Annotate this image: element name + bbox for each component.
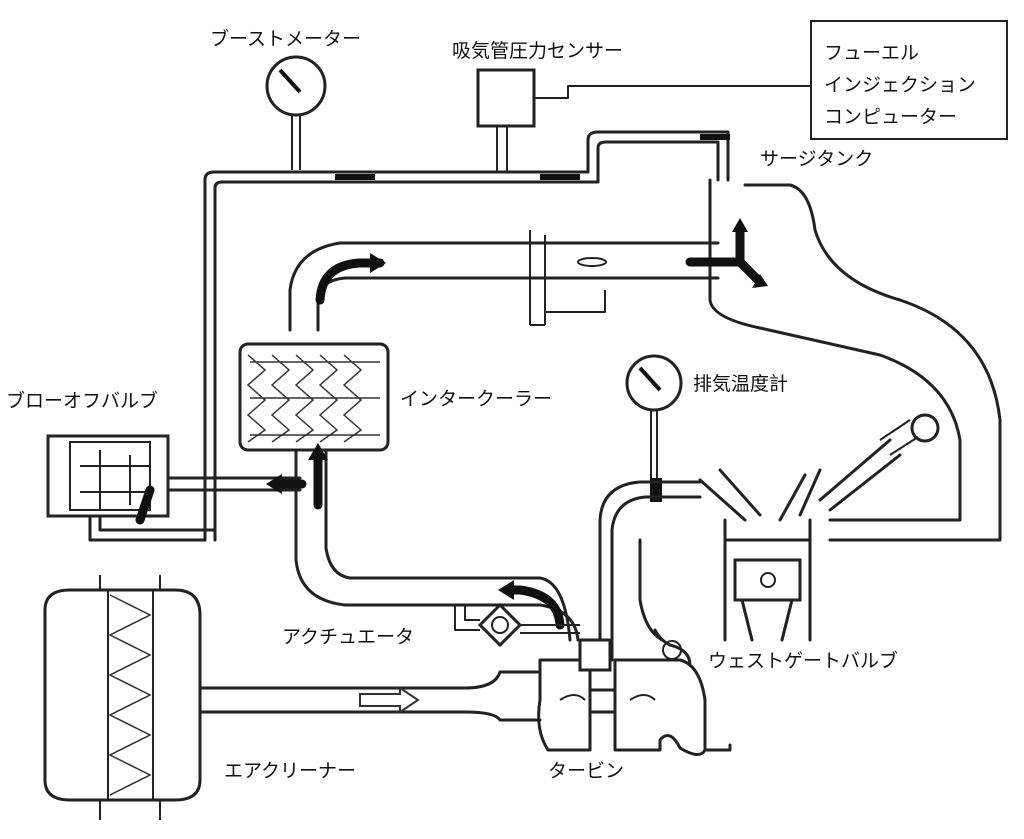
pressure-line (203, 130, 730, 542)
label-blow-off-valve: ブローオフバルブ (6, 390, 159, 412)
ecu-line-3: コンピューター (824, 106, 958, 128)
intercooler-core (238, 342, 390, 452)
intake-duct (198, 670, 542, 722)
exhaust-manifold (598, 480, 702, 662)
label-turbine: タービン (548, 760, 625, 782)
map-sensor (476, 68, 810, 172)
label-intercooler: インタークーラー (400, 388, 553, 410)
turbocharger (537, 638, 732, 756)
label-map-sensor: 吸気管圧力センサー (452, 40, 624, 62)
label-wastegate-valve: ウェストゲートバルブ (708, 650, 899, 672)
wastegate-valve (653, 628, 692, 667)
ecu-line-2: インジェクション (824, 74, 977, 96)
engine-cylinder (698, 413, 940, 642)
compressor-outlet-pipe (294, 443, 580, 642)
air-cleaner (43, 575, 202, 820)
exhaust-temp-gauge (625, 354, 683, 502)
label-surge-tank: サージタンク (760, 148, 874, 170)
actuator (454, 602, 580, 648)
blow-off-valve-body (46, 434, 307, 542)
label-exhaust-temp-gauge: 排気温度計 (693, 373, 789, 395)
fuel-injection-computer: フューエル インジェクション コンピューター (810, 20, 1008, 140)
ecu-line-1: フューエル (824, 42, 920, 64)
label-air-cleaner: エアクリーナー (224, 760, 357, 782)
label-actuator: アクチュエータ (282, 626, 415, 648)
boost-meter-gauge (265, 55, 327, 170)
surge-tank (529, 178, 1002, 542)
intake-pipe (288, 218, 768, 332)
label-boost-meter: ブーストメーター (210, 28, 362, 50)
